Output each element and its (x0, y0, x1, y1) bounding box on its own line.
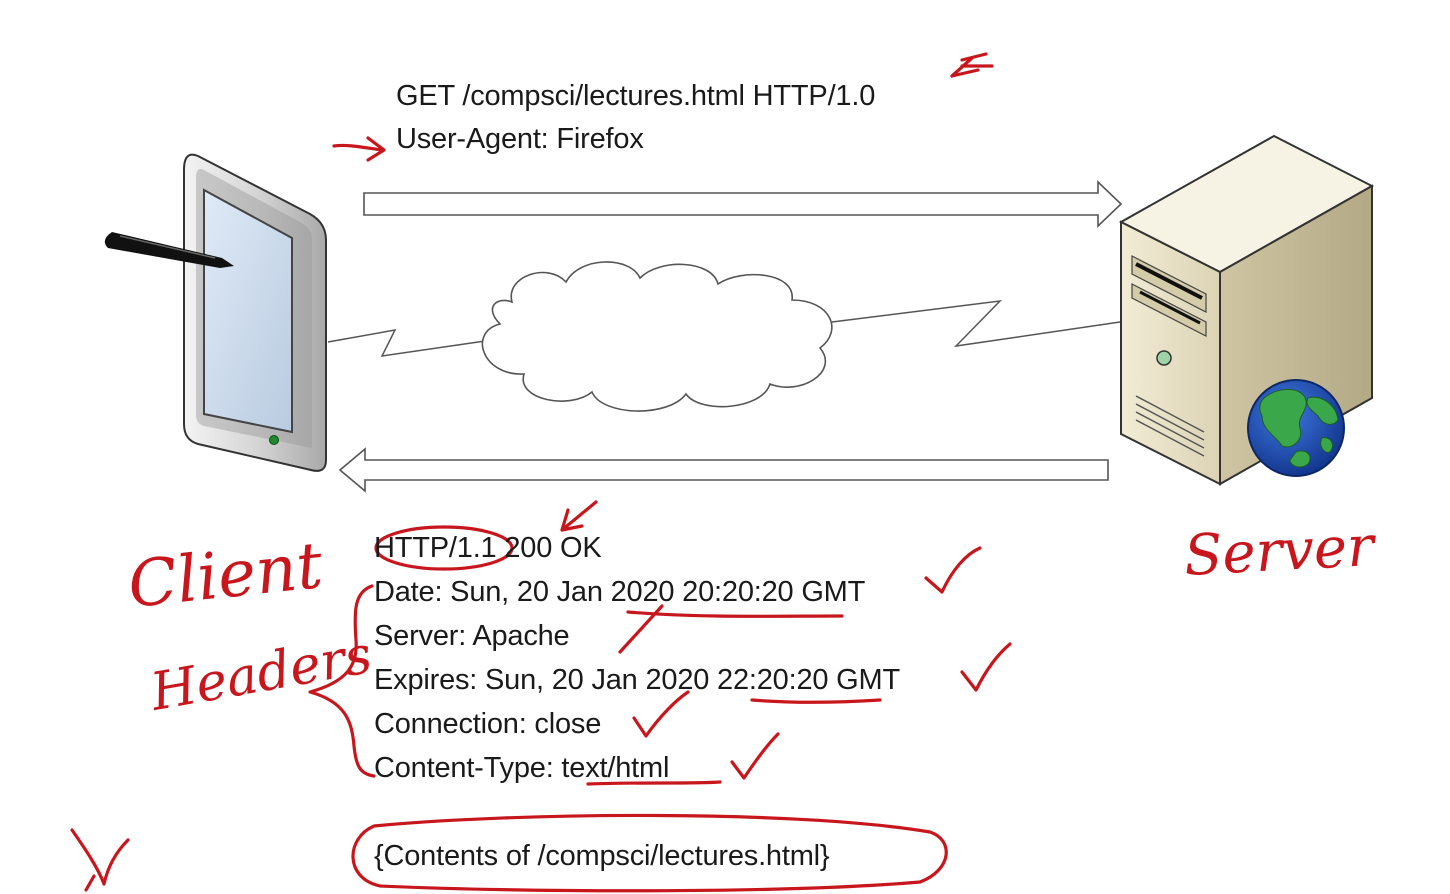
request-line: GET /compsci/lectures.html HTTP/1.0 (396, 80, 876, 112)
stylus-icon (104, 232, 234, 268)
request-header-user-agent: User-Agent: Firefox (396, 123, 644, 155)
annotation-arrow-request (950, 52, 994, 78)
response-header-server: Server: Apache (374, 620, 570, 652)
annotation-label-client: Client (124, 529, 327, 623)
network-link-right (831, 299, 1121, 348)
response-status-line: HTTP/1.1 200 OK (374, 532, 602, 564)
annotation-slash-server (618, 604, 664, 654)
globe-icon (1247, 379, 1345, 477)
annotation-brace-headers (308, 584, 376, 778)
response-header-connection: Connection: close (374, 708, 602, 740)
annotation-check-date (924, 546, 982, 594)
annotation-underline-date (626, 610, 844, 618)
cloud-icon (481, 261, 833, 412)
tablet-icon (183, 153, 327, 472)
annotation-underline-expiry (750, 698, 882, 704)
annotation-arrow-useragent (332, 136, 386, 162)
annotation-circle-body (351, 813, 948, 893)
annotation-arrow-status (560, 500, 598, 532)
request-arrow (363, 180, 1123, 228)
network-link-left (327, 328, 493, 357)
annotation-circle-version (374, 525, 514, 571)
response-arrow (338, 447, 1109, 493)
annotation-check-content-type (730, 732, 780, 780)
response-header-date: Date: Sun, 20 Jan 2020 20:20:20 GMT (374, 576, 866, 608)
annotation-arrow-down (70, 828, 130, 892)
annotation-check-connection (632, 690, 690, 738)
annotation-underline-content-type (586, 780, 722, 786)
annotation-check-expires (960, 642, 1012, 692)
response-header-expires: Expires: Sun, 20 Jan 2020 22:20:20 GMT (374, 664, 900, 696)
annotation-label-server: Server (1182, 514, 1376, 589)
response-body: {Contents of /compsci/lectures.html} (374, 840, 830, 872)
response-header-content-type: Content-Type: text/html (374, 752, 670, 784)
